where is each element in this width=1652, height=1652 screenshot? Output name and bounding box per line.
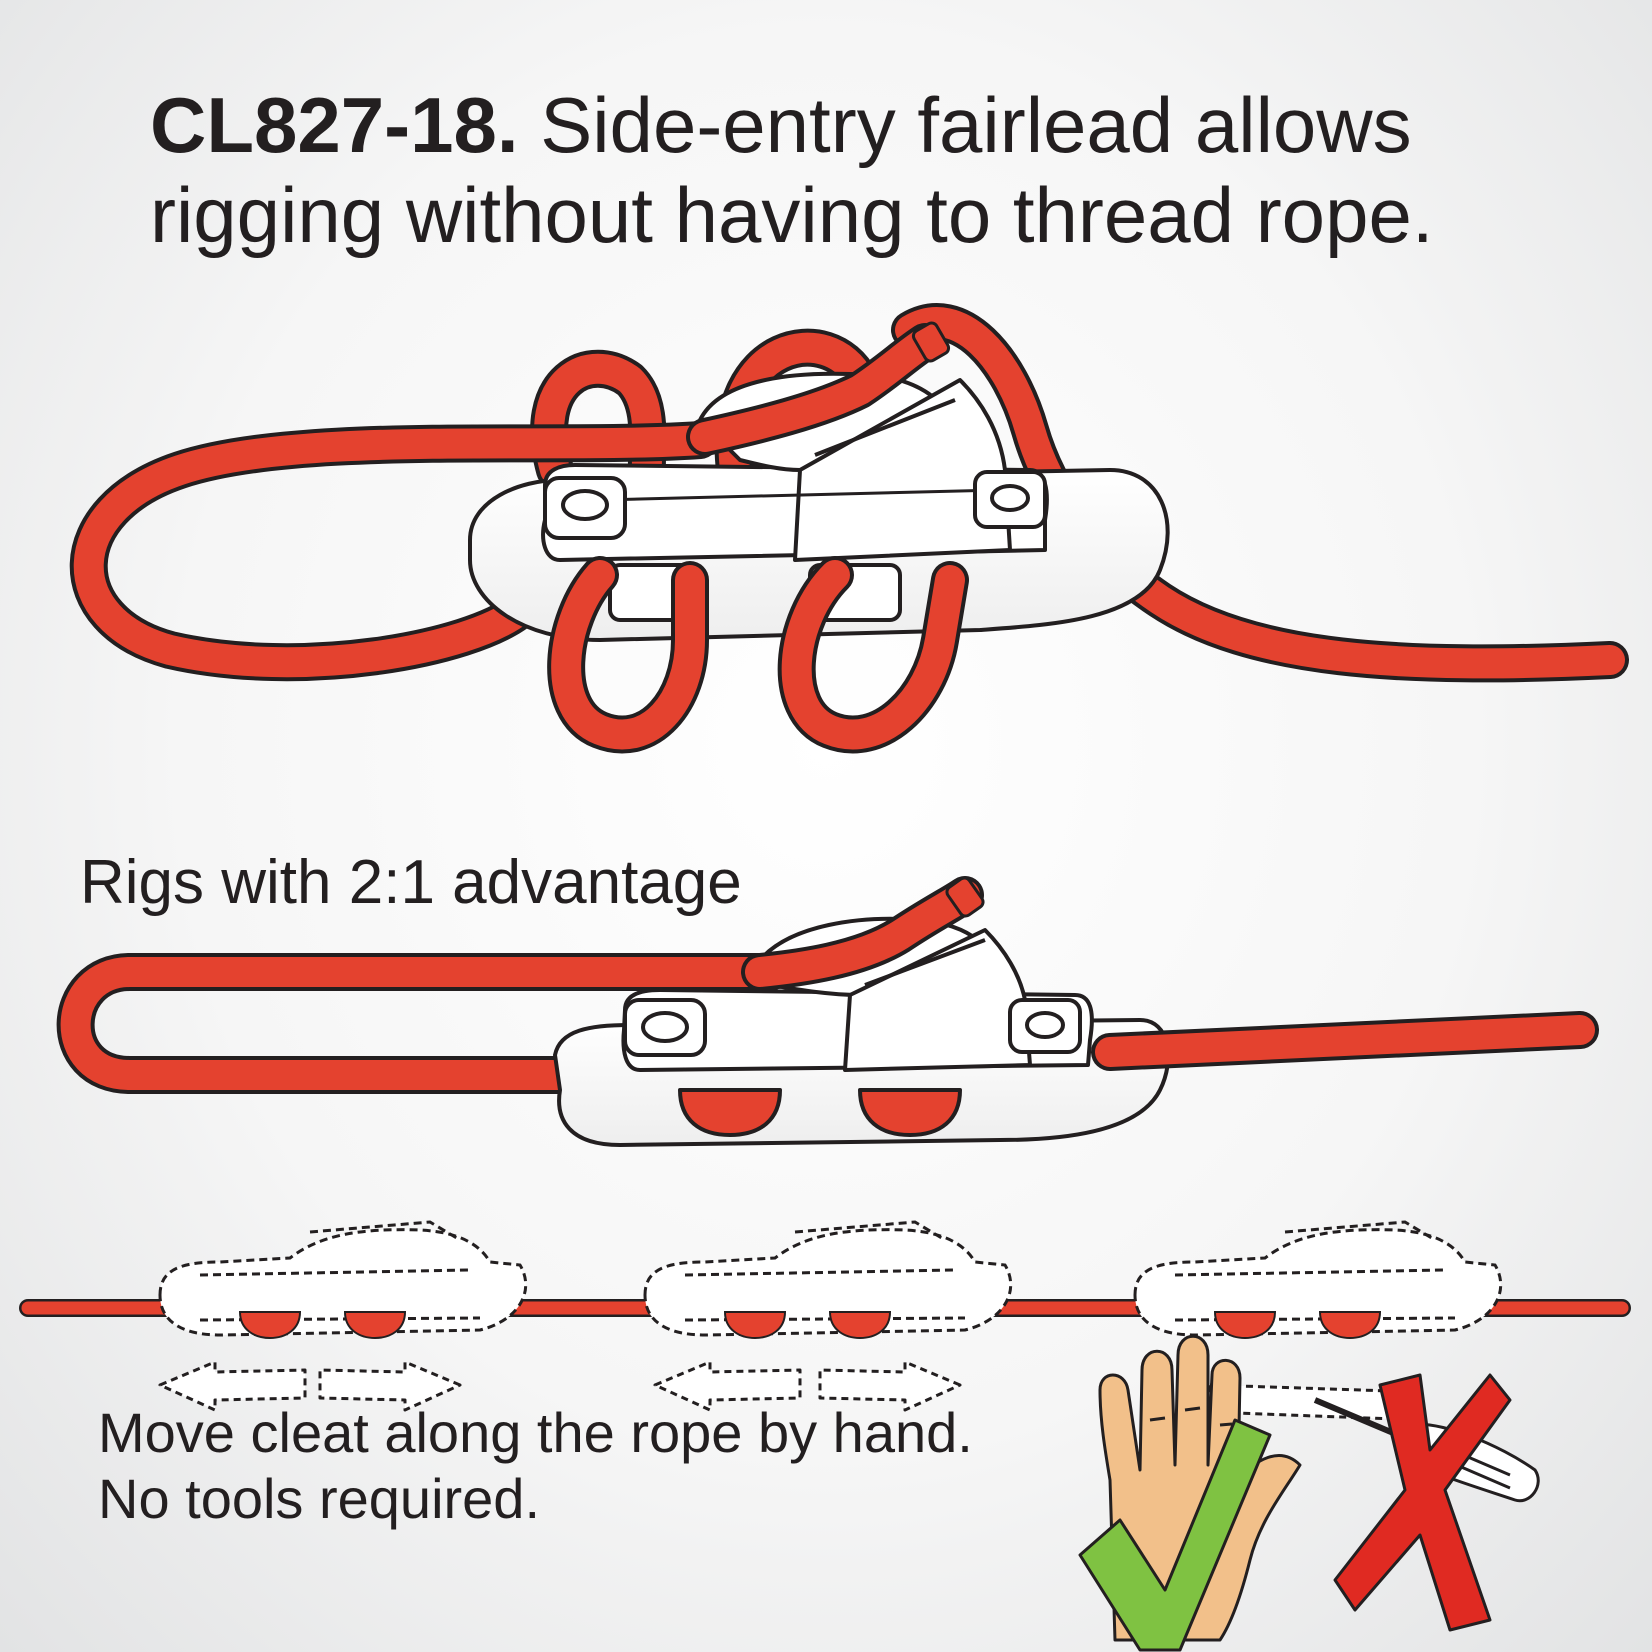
ghost-cleat-3: [1135, 1222, 1501, 1335]
caption-line-2: No tools required.: [98, 1466, 973, 1532]
advantage-label: Rigs with 2:1 advantage: [80, 848, 742, 918]
ghost-cleat-1: [160, 1222, 526, 1335]
caption: Move cleat along the rope by hand. No to…: [98, 1400, 973, 1532]
top-scene: [89, 321, 1610, 735]
ghost-cleat-2: [645, 1222, 1011, 1335]
caption-line-1: Move cleat along the rope by hand.: [98, 1400, 973, 1466]
